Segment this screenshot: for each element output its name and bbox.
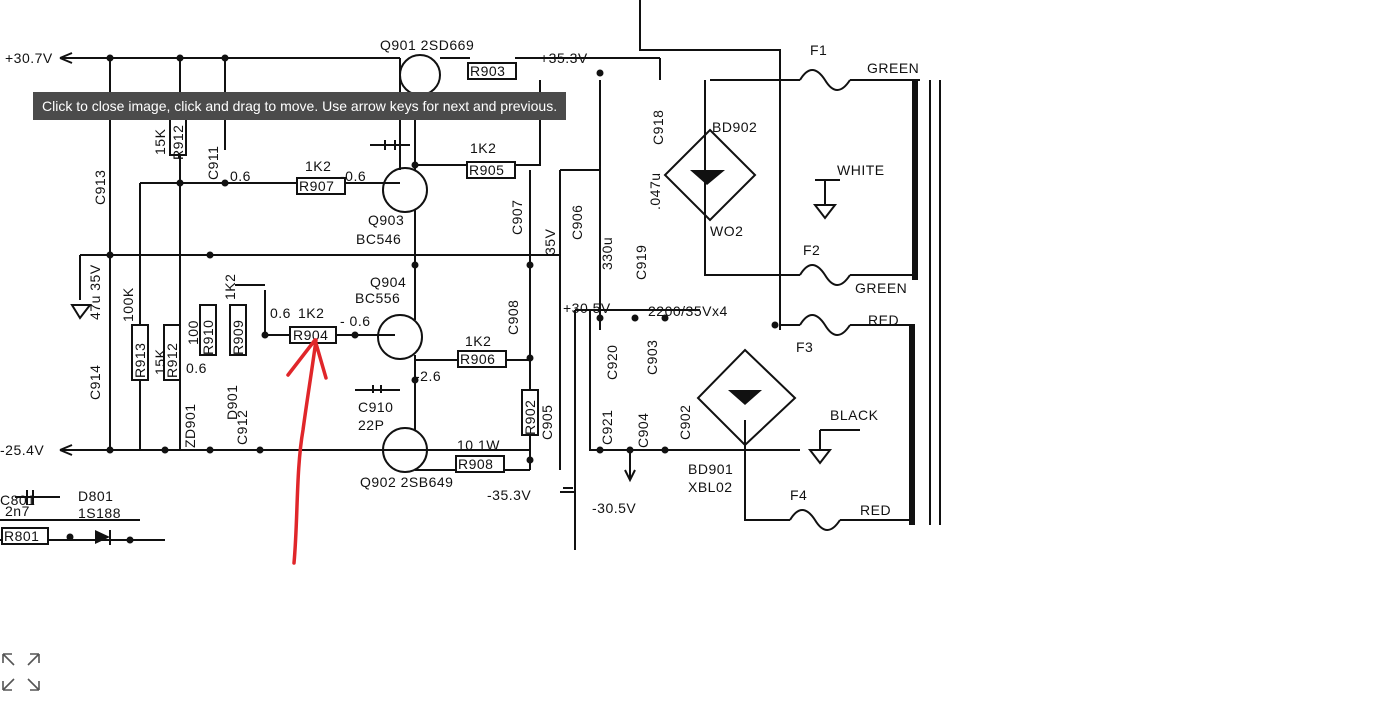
label-100k: 100K [120, 287, 136, 322]
label-d801: D801 [78, 488, 113, 504]
label-red-bottom: RED [860, 502, 891, 518]
label-d801-type: 1S188 [78, 505, 121, 521]
label-black: BLACK [830, 407, 879, 423]
label-c902: C902 [677, 405, 693, 440]
label-r907: R907 [299, 178, 334, 194]
label-r906: R906 [460, 351, 495, 367]
label-c919: C919 [633, 245, 649, 280]
label-cap-330u: 330u [599, 237, 615, 270]
annotation-arrow [286, 338, 328, 565]
label-r909: R909 [230, 320, 246, 355]
label-c912: C912 [234, 410, 250, 445]
label-f2: F2 [803, 242, 820, 258]
label-red-top: RED [868, 312, 899, 328]
label-15k-b: 15K [152, 348, 168, 375]
label-1k2-e: 1K2 [222, 274, 238, 300]
label-c913: C913 [92, 170, 108, 205]
label-c801: C801 [0, 492, 35, 508]
label-v-minus305: -30.5V [592, 500, 636, 516]
label-zd901: ZD901 [182, 403, 198, 448]
label-r911: R912 [170, 125, 186, 160]
label-r913: R913 [132, 343, 148, 378]
label-100: 100 [185, 320, 201, 345]
label-v-plus305: +30.5V [563, 300, 611, 316]
expand-arrows-icon[interactable] [0, 650, 42, 694]
label-r910: R910 [200, 320, 216, 355]
label-c910-val: 22P [358, 417, 384, 433]
label-bd902: BD902 [712, 119, 757, 135]
label-c921: C921 [599, 410, 615, 445]
label-v-minus353: -35.3V [487, 487, 531, 503]
label-10-1w: 10 1W [457, 437, 500, 453]
label-c905: C905 [539, 405, 555, 440]
viewer-tooltip: Click to close image, click and drag to … [33, 92, 567, 120]
label-v06-c: 0.6 [270, 305, 291, 321]
label-q901: Q901 2SD669 [380, 37, 474, 53]
label-v-plus307: +30.7V [5, 50, 53, 66]
label-1k2-b: 1K2 [470, 140, 496, 156]
label-r908: R908 [458, 456, 493, 472]
label-q902: Q902 2SB649 [360, 474, 453, 490]
label-v-plus353: +35.3V [540, 50, 588, 66]
label-c801-val: 2n7 [5, 503, 30, 519]
label-q903-type: BC546 [356, 231, 401, 247]
label-white: WHITE [837, 162, 885, 178]
label-c908: C908 [505, 300, 521, 335]
label-q904: Q904 [370, 274, 406, 290]
label-r912: R912 [164, 343, 180, 378]
label-1k2-c: 1K2 [298, 305, 324, 321]
label-green-top: GREEN [867, 60, 919, 76]
label-1k2-d: 1K2 [465, 333, 491, 349]
label-d901: D901 [224, 385, 240, 420]
label-q903: Q903 [368, 212, 404, 228]
label-wo2: WO2 [710, 223, 743, 239]
label-f3: F3 [796, 339, 813, 355]
label-c918: C918 [650, 110, 666, 145]
label-green-bottom: GREEN [855, 280, 907, 296]
label-c907: C907 [509, 200, 525, 235]
label-bd901: BD901 [688, 461, 733, 477]
label-cap-047u: .047u [647, 172, 663, 210]
label-v06-a: 0.6 [230, 168, 251, 184]
label-r801: R801 [4, 528, 39, 544]
label-v-minus254: -25.4V [0, 442, 44, 458]
label-c906: C906 [569, 205, 585, 240]
label-xbl02: XBL02 [688, 479, 733, 495]
label-c920: C920 [604, 345, 620, 380]
label-f4: F4 [790, 487, 807, 503]
label-r902: R902 [522, 400, 538, 435]
label-v06-e: 0.6 [186, 360, 207, 376]
label-c911: C911 [205, 146, 221, 180]
label-r903: R903 [470, 63, 505, 79]
label-c903: C903 [644, 340, 660, 375]
label-r904: R904 [293, 327, 328, 343]
label-c910: C910 [358, 399, 393, 415]
label-cap-47u-35v: 47u 35V [87, 264, 103, 320]
label-cap-35v: 35V [542, 228, 558, 255]
label-15k-a: 15K [152, 128, 168, 155]
label-1k2-a: 1K2 [305, 158, 331, 174]
label-cap-2200: 2200/35Vx4 [648, 303, 728, 319]
schematic-labels: +30.7V -25.4V +35.3V -35.3V +30.5V -30.5… [0, 37, 919, 544]
label-v06-d: - 0.6 [340, 313, 371, 329]
label-c914: C914 [87, 365, 103, 400]
label-r905: R905 [469, 162, 504, 178]
label-v26: -2.6 [415, 368, 441, 384]
label-q904-type: BC556 [355, 290, 400, 306]
label-v06-b: -0.6 [340, 168, 366, 184]
schematic-vertical-labels: C913 C911 C914 C912 C907 C908 C906 C918 … [87, 110, 693, 448]
label-c904: C904 [635, 413, 651, 448]
label-f1: F1 [810, 42, 827, 58]
